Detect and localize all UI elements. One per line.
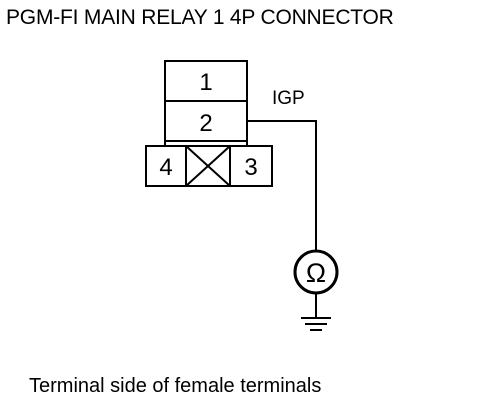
terminal-1-cell — [164, 60, 248, 102]
terminal-2-label: 2 — [199, 110, 212, 137]
terminal-2-cell — [164, 100, 248, 142]
ground-icon — [301, 317, 331, 331]
test-lead-wire — [247, 120, 317, 252]
empty-cavity-x-icon — [185, 145, 231, 187]
terminal-3-label: 3 — [244, 154, 257, 181]
diagram-title: PGM-FI MAIN RELAY 1 4P CONNECTOR — [6, 6, 394, 29]
diagram-caption: Terminal side of female terminals — [29, 375, 322, 397]
ohmmeter-icon: Ω — [293, 249, 339, 295]
terminal-4-label: 4 — [159, 154, 172, 181]
terminal-3-cell — [229, 145, 273, 187]
meter-symbol: Ω — [306, 258, 326, 288]
wire-label: IGP — [272, 88, 305, 109]
terminal-1-label: 1 — [199, 69, 212, 96]
